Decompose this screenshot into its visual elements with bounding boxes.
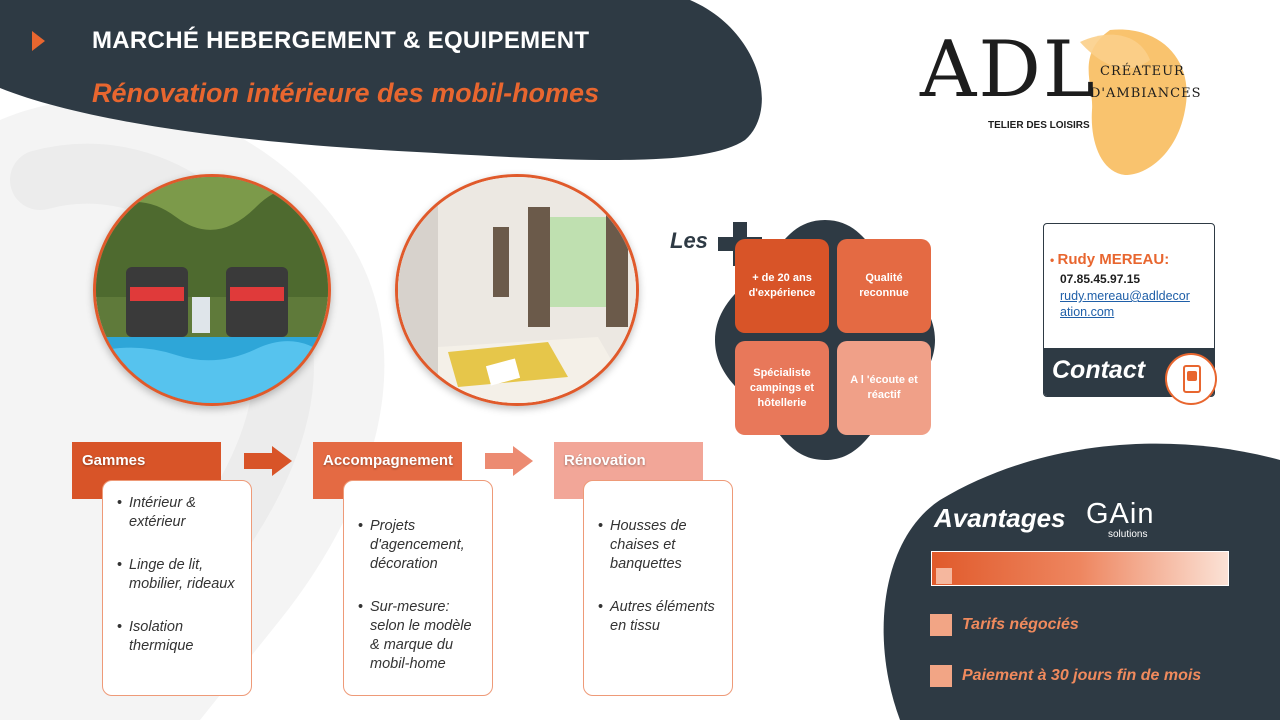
- pool-photo-image: [96, 177, 328, 403]
- adl-logo: ADL CRÉATEUR D'AMBIANCES TELIER DES LOIS…: [920, 30, 1240, 140]
- header-arrow-icon: [32, 31, 45, 51]
- step-box-accompagnement: Projets d'agencement, décoration Sur-mes…: [343, 480, 493, 696]
- list-item: Sur-mesure: selon le modèle & marque du …: [358, 598, 482, 674]
- contact-name: • Rudy MEREAU:: [1050, 251, 1169, 268]
- logo-letters: ADL: [920, 25, 1097, 115]
- plus-item-listening: A l 'écoute et réactif: [837, 341, 931, 435]
- list-item: Projets d'agencement, décoration: [358, 517, 482, 574]
- advantage-item-tarifs: Tarifs négociés: [930, 614, 1079, 636]
- gain-sub: solutions: [1108, 529, 1148, 540]
- advantage-square-icon: [930, 665, 952, 687]
- logo-tagline-1: CRÉATEUR: [1100, 64, 1185, 79]
- list-item: Isolation thermique: [117, 618, 241, 656]
- phone-cart-icon[interactable]: [1165, 353, 1217, 405]
- list-item: Autres éléments en tissu: [598, 598, 722, 636]
- advantage-label: Paiement à 30 jours fin de mois: [962, 667, 1202, 684]
- list-item: Intérieur & extérieur: [117, 494, 241, 532]
- gain-brand: GAin: [1086, 498, 1155, 530]
- list-item: Housses de chaises et banquettes: [598, 517, 722, 574]
- logo-under: TELIER DES LOISIRS: [988, 120, 1090, 131]
- list-item: Linge de lit, mobilier, rideaux: [117, 556, 241, 594]
- pool-photo: [93, 174, 331, 406]
- advantages-title: Avantages: [934, 503, 1066, 533]
- step-arrow-icon: [244, 446, 292, 476]
- room-photo: [395, 174, 639, 406]
- contact-email-link[interactable]: rudy.mereau@adldecor ation.com: [1060, 288, 1190, 320]
- plus-item-experience: + de 20 ans d'expérience: [735, 239, 829, 333]
- les-label: Les: [670, 228, 708, 253]
- plus-item-quality: Qualité reconnue: [837, 239, 931, 333]
- contact-name-text: Rudy MEREAU:: [1057, 251, 1170, 268]
- advantages-bar: [931, 551, 1229, 586]
- contact-label: Contact: [1052, 356, 1146, 384]
- page-title: MARCHÉ HEBERGEMENT & EQUIPEMENT: [92, 27, 590, 54]
- contact-phone: 07.85.45.97.15: [1060, 272, 1141, 286]
- contact-email-line2: ation.com: [1060, 305, 1115, 319]
- logo-tagline-2: D'AMBIANCES: [1090, 86, 1202, 101]
- advantage-label: Tarifs négociés: [962, 616, 1079, 633]
- advantage-square-icon: [930, 614, 952, 636]
- contact-email-line1: rudy.mereau@adldecor: [1060, 289, 1190, 303]
- step-arrow-icon: [485, 446, 533, 476]
- gain-logo: GAin solutions: [1086, 498, 1176, 544]
- room-photo-image: [398, 177, 636, 403]
- step-box-gammes: Intérieur & extérieur Linge de lit, mobi…: [102, 480, 252, 696]
- page-subtitle: Rénovation intérieure des mobil-homes: [92, 78, 600, 108]
- plus-item-specialist: Spécialiste campings et hôtellerie: [735, 341, 829, 435]
- bullet-icon: •: [1050, 253, 1058, 267]
- step-box-renovation: Housses de chaises et banquettes Autres …: [583, 480, 733, 696]
- advantage-item-paiement: Paiement à 30 jours fin de mois: [930, 665, 1201, 687]
